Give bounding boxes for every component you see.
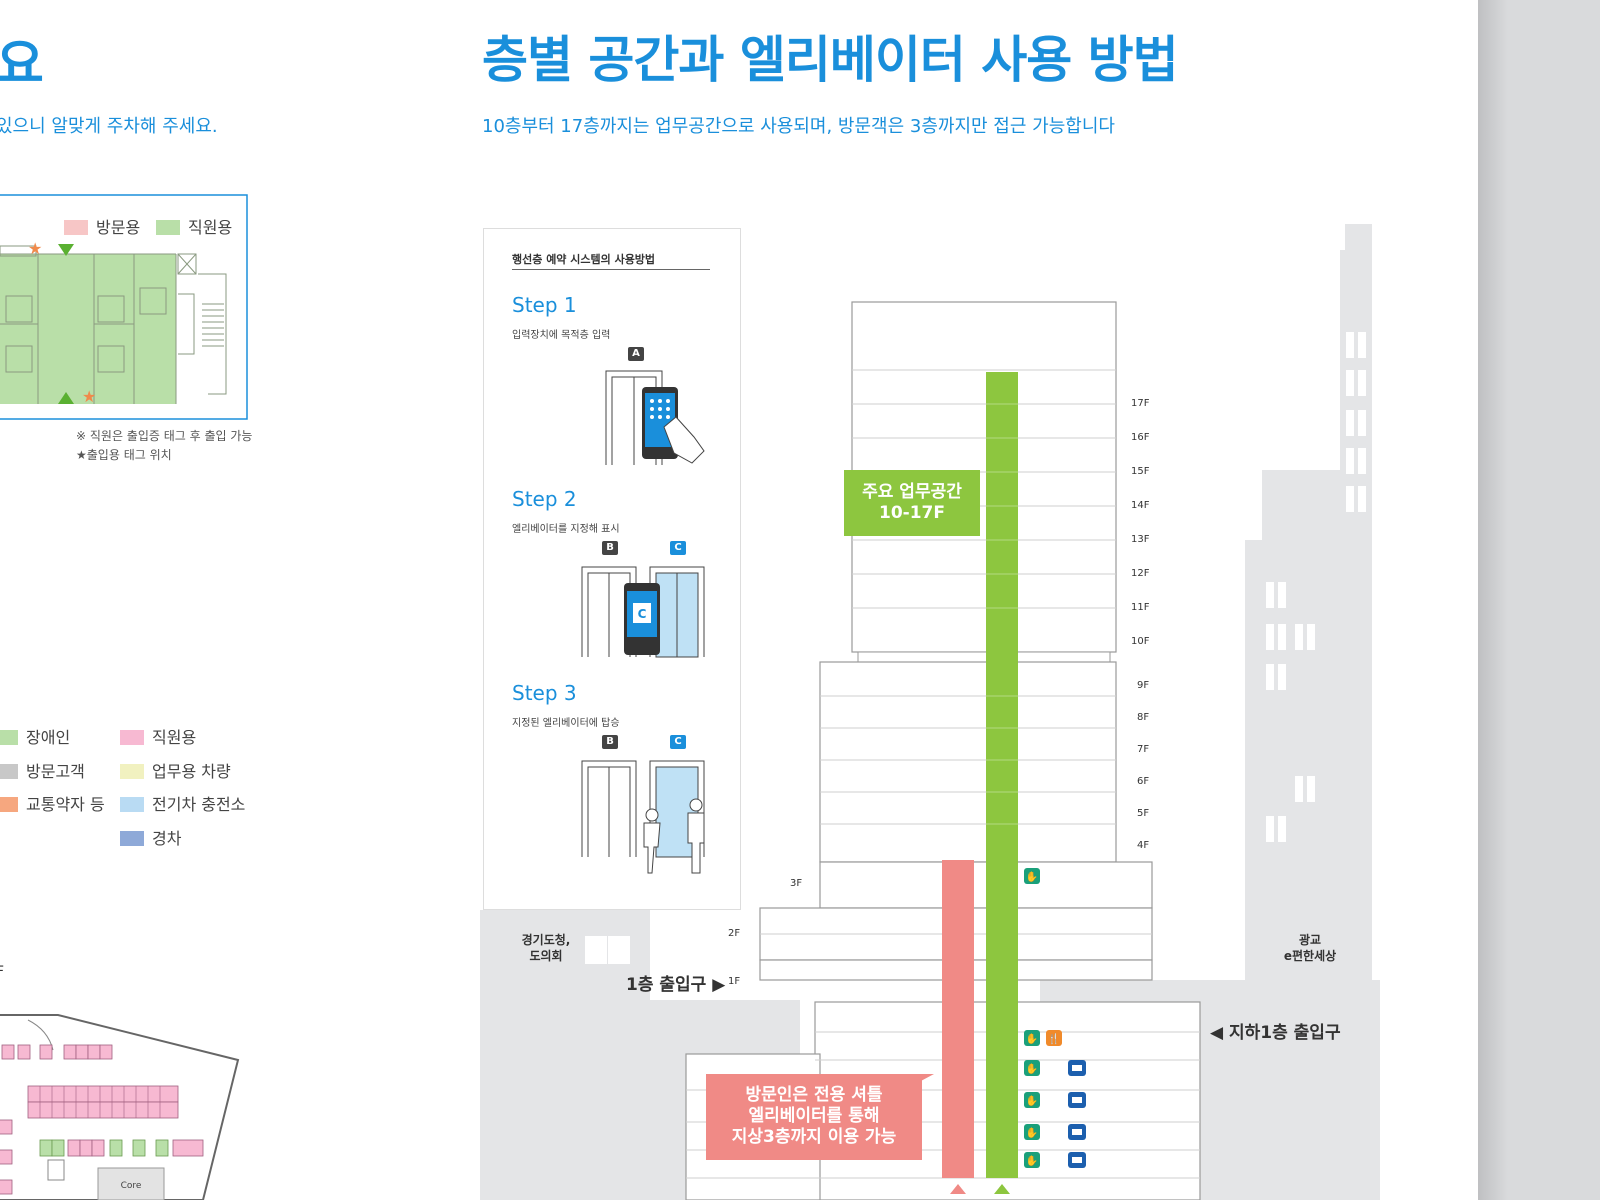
- page-title: 층별 공간과 엘리베이터 사용 방법: [482, 31, 1179, 89]
- svg-text:✋: ✋: [1026, 870, 1038, 883]
- floor-label-17f: 17F: [1131, 398, 1150, 409]
- floor-label-7f: 7F: [1137, 744, 1150, 755]
- floor-label-2f: 2F: [728, 928, 741, 939]
- floor-label-9f: 9F: [1137, 680, 1150, 691]
- office-callout-pointer: [962, 470, 980, 486]
- step-1-title: Step 1: [512, 293, 577, 317]
- destination-system-panel: 행선층 예약 시스템의 사용방법 Step 1 입력장치에 목적층 입력 A S…: [483, 228, 741, 910]
- step-1-illustration: [605, 370, 705, 465]
- floorplan-legend-staff: 직원용: [156, 214, 232, 238]
- floorplan-note-staff: ※ 직원은 출입증 태그 후 출입 가능: [76, 429, 253, 443]
- left-heading: 요: [0, 35, 44, 95]
- svg-text:★: ★: [82, 387, 96, 406]
- svg-text:✋: ✋: [1026, 1126, 1038, 1139]
- staff-entry-marker: [994, 1184, 1010, 1194]
- floor-label-14f: 14F: [1131, 500, 1150, 511]
- badge-c: C: [670, 735, 686, 749]
- svg-text:✋: ✋: [1026, 1154, 1038, 1167]
- floor-label-10f: 10F: [1131, 636, 1150, 647]
- svg-text:✋: ✋: [1026, 1032, 1038, 1045]
- restaurant-icon: [1046, 1030, 1062, 1046]
- page-shadow: [1478, 0, 1508, 1200]
- svg-text:🍴: 🍴: [1048, 1032, 1060, 1045]
- badge-a: A: [628, 347, 644, 361]
- step-2-desc: 엘리베이터를 지정해 표시: [512, 524, 620, 535]
- parking-legend-mobility: 교통약자 등: [0, 791, 105, 815]
- parking-legend-compact: 경차: [120, 825, 181, 849]
- lobby-floorplan: ★ ★: [0, 194, 248, 420]
- entrance-b1: ◀ 지하1층 출입구: [1210, 1023, 1341, 1043]
- floor-label-4f: 4F: [1137, 840, 1150, 851]
- floor-label-6f: 6F: [1137, 776, 1150, 787]
- svg-text:✋: ✋: [1026, 1062, 1038, 1075]
- floor-label-12f: 12F: [1131, 568, 1150, 579]
- floor-label-8f: 8F: [1137, 712, 1150, 723]
- visitor-callout-pointer: [904, 1074, 934, 1090]
- brochure-page: 요 있으니 알맞게 주차해 주세요. 방문용 직원용: [0, 0, 1478, 1200]
- floor-label-3f: 3F: [790, 878, 803, 889]
- parking-legend-staff: 직원용: [120, 724, 196, 748]
- floor-label-15f: 15F: [1131, 466, 1150, 477]
- step-1-desc: 입력장치에 목적층 입력: [512, 330, 611, 341]
- neighbor-label-left: 경기도청,도의회: [521, 933, 571, 963]
- parking-floor-label: F: [0, 964, 5, 980]
- parking-legend-business: 업무용 차량: [120, 758, 231, 782]
- floor-label-1f: 1F: [728, 976, 741, 987]
- office-space-callout: 주요 업무공간 10-17F: [844, 470, 980, 536]
- entrance-1f: 1층 출입구 ▶: [626, 975, 726, 995]
- visitor-shuttle-elevator: [942, 860, 974, 1178]
- page-subtitle: 10층부터 17층까지는 업무공간으로 사용되며, 방문객은 3층까지만 접근 …: [482, 116, 1115, 137]
- badge-c: C: [670, 541, 686, 555]
- staff-elevator: [986, 372, 1018, 1178]
- floor-label-13f: 13F: [1131, 534, 1150, 545]
- parking-legend-visitor: 방문고객: [0, 758, 85, 782]
- step-2-title: Step 2: [512, 487, 577, 511]
- parking-legend-ev: 전기차 충전소: [120, 791, 245, 815]
- visitor-entry-marker: [950, 1184, 966, 1194]
- svg-text:✋: ✋: [1026, 1094, 1038, 1107]
- step-2-illustration: C: [581, 566, 705, 658]
- parking-legend-disabled: 장애인: [0, 724, 70, 748]
- step-3-desc: 지정된 엘리베이터에 탑승: [512, 718, 620, 729]
- floor-label-5f: 5F: [1137, 808, 1150, 819]
- left-subtitle: 있으니 알맞게 주차해 주세요.: [0, 116, 218, 137]
- building-elevator-diagram: ✋ ✋ ✋ ✋ ✋ ✋ 🍴: [480, 224, 1380, 1200]
- floor-label-11f: 11F: [1131, 602, 1150, 613]
- svg-text:★: ★: [28, 239, 42, 258]
- floorplan-legend-visitor: 방문용: [64, 214, 140, 238]
- panel-title: 행선층 예약 시스템의 사용방법: [512, 253, 656, 266]
- visitor-shuttle-callout: 방문인은 전용 셔틀 엘리베이터를 통해 지상3층까지 이용 가능: [706, 1074, 922, 1160]
- screen-letter: C: [638, 607, 647, 621]
- badge-b: B: [602, 735, 618, 749]
- neighbor-building-right: [1245, 224, 1372, 1200]
- floor-label-16f: 16F: [1131, 432, 1150, 443]
- step-3-illustration: [581, 760, 705, 874]
- step-3-title: Step 3: [512, 681, 577, 705]
- panel-title-rule: [512, 269, 710, 270]
- hand-icon: [1024, 868, 1040, 1168]
- floorplan-note-tag: ★출입용 태그 위치: [76, 448, 172, 462]
- core-label: Core: [121, 1181, 142, 1191]
- badge-b: B: [602, 541, 618, 555]
- parking-floorplan: Core: [0, 1014, 240, 1200]
